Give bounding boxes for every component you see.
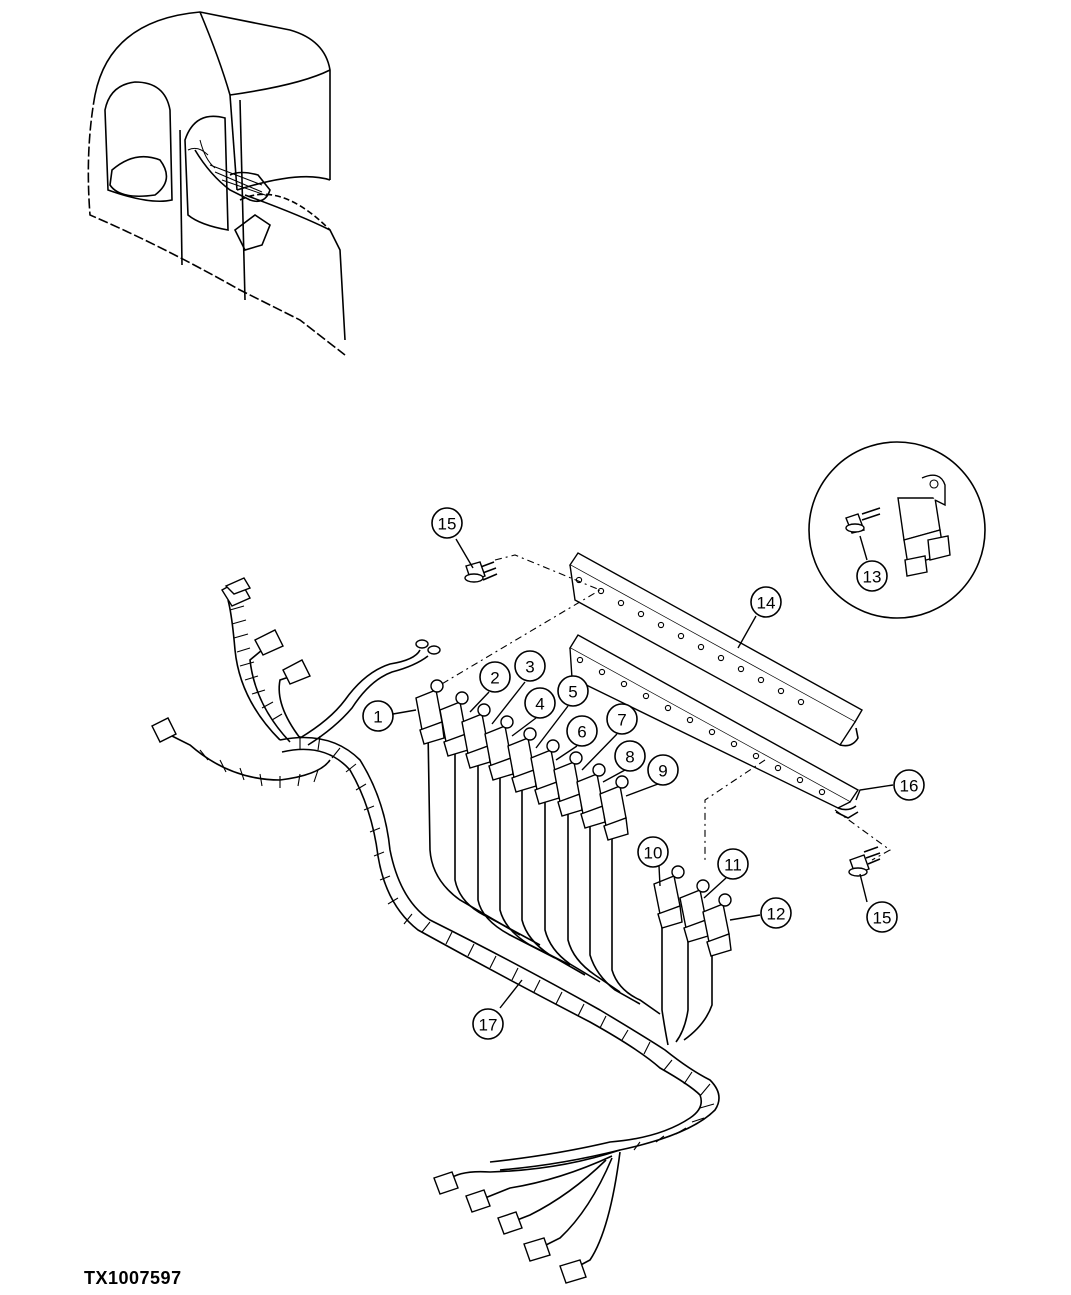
callout-15-lower: 15	[866, 901, 898, 933]
callout-12: 12	[760, 897, 792, 929]
callout-4: 4	[524, 687, 556, 719]
figure-id-label: TX1007597	[84, 1268, 182, 1288]
bracket-holes	[575, 576, 826, 796]
callout-14: 14	[750, 586, 782, 618]
callout-11: 11	[717, 848, 749, 880]
callout-2: 2	[479, 661, 511, 693]
svg-text:8: 8	[625, 748, 634, 767]
svg-text:1: 1	[373, 708, 382, 727]
callout-5: 5	[557, 675, 589, 707]
svg-text:4: 4	[535, 695, 544, 714]
svg-text:10: 10	[644, 844, 663, 863]
callout-10: 10	[637, 836, 669, 868]
callout-3: 3	[514, 650, 546, 682]
relay-12	[702, 893, 732, 957]
relays	[415, 679, 732, 957]
mount-centerline-lower	[704, 759, 892, 861]
relay-9	[599, 775, 629, 841]
svg-text:9: 9	[658, 762, 667, 781]
callout-16: 16	[893, 769, 925, 801]
mount-centerline-upper	[439, 554, 602, 686]
svg-text:6: 6	[577, 723, 586, 742]
callout-7: 7	[606, 703, 638, 735]
svg-text:5: 5	[568, 683, 577, 702]
relay-5	[507, 727, 537, 793]
svg-text:13: 13	[863, 568, 882, 587]
svg-text:14: 14	[757, 594, 776, 613]
svg-text:3: 3	[525, 658, 534, 677]
svg-text:15: 15	[438, 515, 457, 534]
relay-bracket	[568, 552, 863, 819]
relay-3	[461, 703, 491, 769]
svg-text:15: 15	[873, 909, 892, 928]
relay-6	[530, 739, 560, 805]
relay-wires	[427, 729, 713, 1046]
relay-8	[576, 763, 606, 829]
callout-6: 6	[566, 715, 598, 747]
callout-13: 13	[856, 560, 888, 592]
callout-9: 9	[647, 754, 679, 786]
callout-15-upper: 15	[431, 507, 463, 539]
callout-17: 17	[472, 1008, 504, 1040]
callout-1: 1	[362, 700, 394, 732]
relay-detail-inset	[808, 441, 986, 619]
callout-8: 8	[614, 740, 646, 772]
cap-screw-upper	[464, 561, 498, 583]
svg-text:16: 16	[900, 777, 919, 796]
svg-text:17: 17	[479, 1016, 498, 1035]
cap-screw-lower	[848, 846, 881, 877]
relay-10	[653, 865, 685, 929]
wiring-harness	[151, 577, 720, 1284]
cab-locator-view	[87, 11, 346, 356]
leader-lines	[392, 535, 894, 1009]
callouts: 1 2 3 4 5 6 7 8 9 10 11 12 13 14 15 15 1…	[362, 507, 925, 1040]
svg-text:7: 7	[617, 711, 626, 730]
svg-text:11: 11	[724, 856, 742, 875]
svg-text:2: 2	[490, 669, 499, 688]
svg-text:12: 12	[767, 905, 786, 924]
